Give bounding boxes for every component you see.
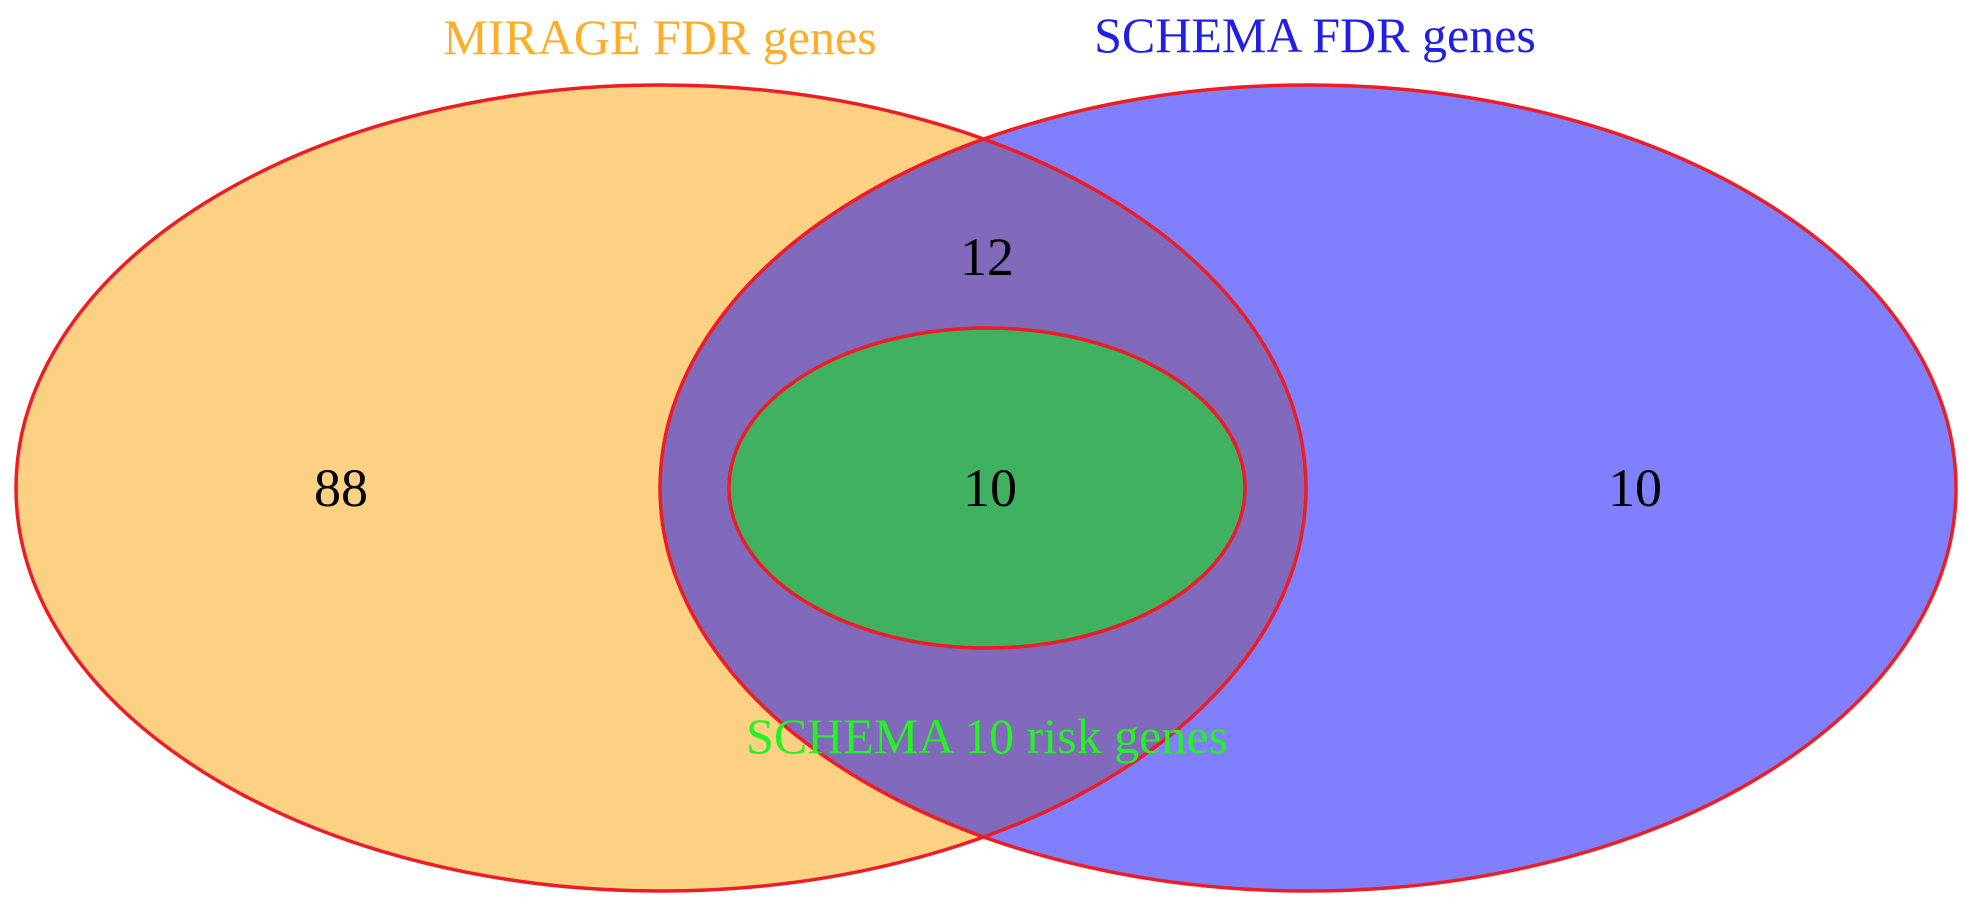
count-schema-only: 10 (1608, 458, 1662, 518)
mirage-fdr-outline (14, 83, 1308, 893)
count-schema-risk: 10 (963, 458, 1017, 518)
schema-risk-ellipse (727, 326, 1247, 650)
schema-fdr-outline (658, 83, 1958, 893)
schema-fdr-label: SCHEMA FDR genes (1094, 7, 1536, 63)
mirage-fdr-label: MIRAGE FDR genes (443, 9, 876, 65)
overlap-region (660, 85, 1306, 891)
count-mirage-only: 88 (314, 458, 368, 518)
schema-risk-label: SCHEMA 10 risk genes (746, 708, 1228, 764)
count-mirage-and-schema: 12 (960, 227, 1014, 287)
